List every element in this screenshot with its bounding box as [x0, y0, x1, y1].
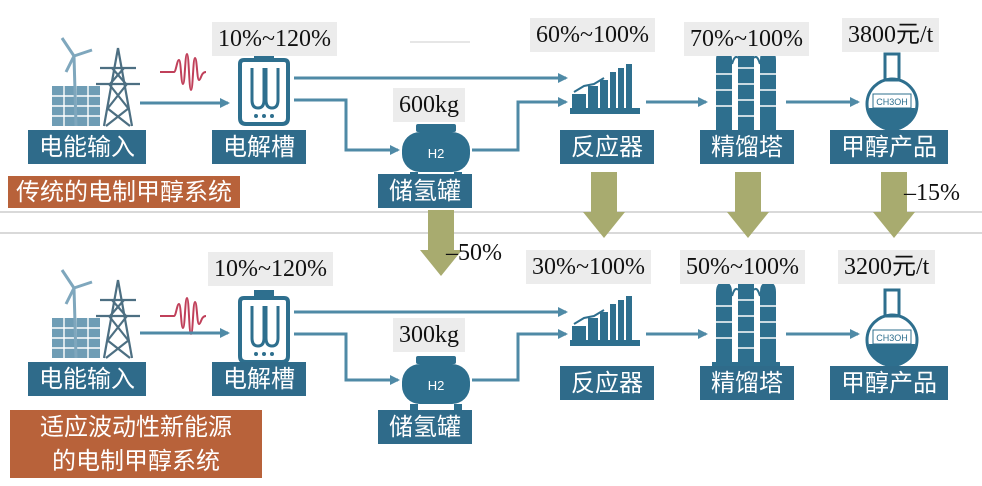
price-change: –15% — [904, 180, 960, 206]
adaptive-system-label-line2: 的电制甲醇系统 — [52, 447, 220, 475]
storage-capacity-top: 600kg — [393, 88, 465, 122]
reactor-label-bottom: 反应器 — [560, 366, 654, 400]
distillation-label-bottom: 精馏塔 — [700, 366, 794, 400]
hydrogen-tank-icon — [402, 124, 470, 178]
power-input-label-bottom: 电能输入 — [28, 362, 146, 396]
distillation-tower-icon — [711, 275, 781, 367]
flow-arrows-top — [140, 73, 860, 155]
price-bottom: 3200元/t — [838, 250, 936, 284]
adaptive-system-label-line1: 适应波动性新能源 — [40, 413, 232, 441]
electric-wave-icon — [159, 297, 207, 335]
electric-wave-icon — [159, 53, 207, 91]
product-label-bottom: 甲醇产品 — [830, 366, 948, 400]
electrolyzer-icon — [238, 50, 290, 126]
electrolyzer-icon — [238, 288, 290, 364]
methanol-flask-icon — [865, 52, 919, 133]
adaptive-system-label: 适应波动性新能源 的电制甲醇系统 — [10, 410, 262, 478]
distillation-range-bottom: 50%~100% — [680, 250, 805, 284]
hydrogen-tank-icon — [402, 356, 470, 410]
product-label-top: 甲醇产品 — [830, 130, 948, 164]
wind-grid-solar-icon — [50, 268, 142, 360]
power-input-label-top: 电能输入 — [28, 130, 146, 164]
reactor-down-arrow-icon — [583, 172, 625, 238]
storage-capacity-bottom: 300kg — [393, 318, 465, 352]
tower-down-arrow-icon — [727, 172, 769, 238]
electrolyzer-label-bottom: 电解槽 — [212, 362, 306, 396]
flow-arrows-bottom — [140, 307, 860, 385]
reactor-icon — [569, 63, 641, 115]
reactor-icon — [569, 295, 641, 347]
reactor-range-bottom: 30%~100% — [526, 250, 651, 284]
distillation-tower-icon — [711, 43, 781, 135]
price-top: 3800元/t — [842, 18, 940, 52]
electrolyzer-range-bottom: 10%~120% — [208, 252, 333, 286]
storage-label-bottom: 储氢罐 — [378, 410, 472, 444]
distillation-label-top: 精馏塔 — [700, 130, 794, 164]
traditional-system-label: 传统的电制甲醇系统 — [8, 176, 240, 208]
reactor-range-top: 60%~100% — [530, 18, 655, 52]
methanol-flask-icon — [865, 288, 919, 369]
wind-grid-solar-icon — [50, 36, 142, 128]
storage-change: –50% — [446, 240, 502, 266]
electrolyzer-label-top: 电解槽 — [212, 130, 306, 164]
distillation-range-top: 70%~100% — [684, 22, 809, 56]
storage-label-top: 储氢罐 — [378, 174, 472, 208]
electrolyzer-range-top: 10%~120% — [212, 22, 337, 56]
reactor-label-top: 反应器 — [560, 130, 654, 164]
